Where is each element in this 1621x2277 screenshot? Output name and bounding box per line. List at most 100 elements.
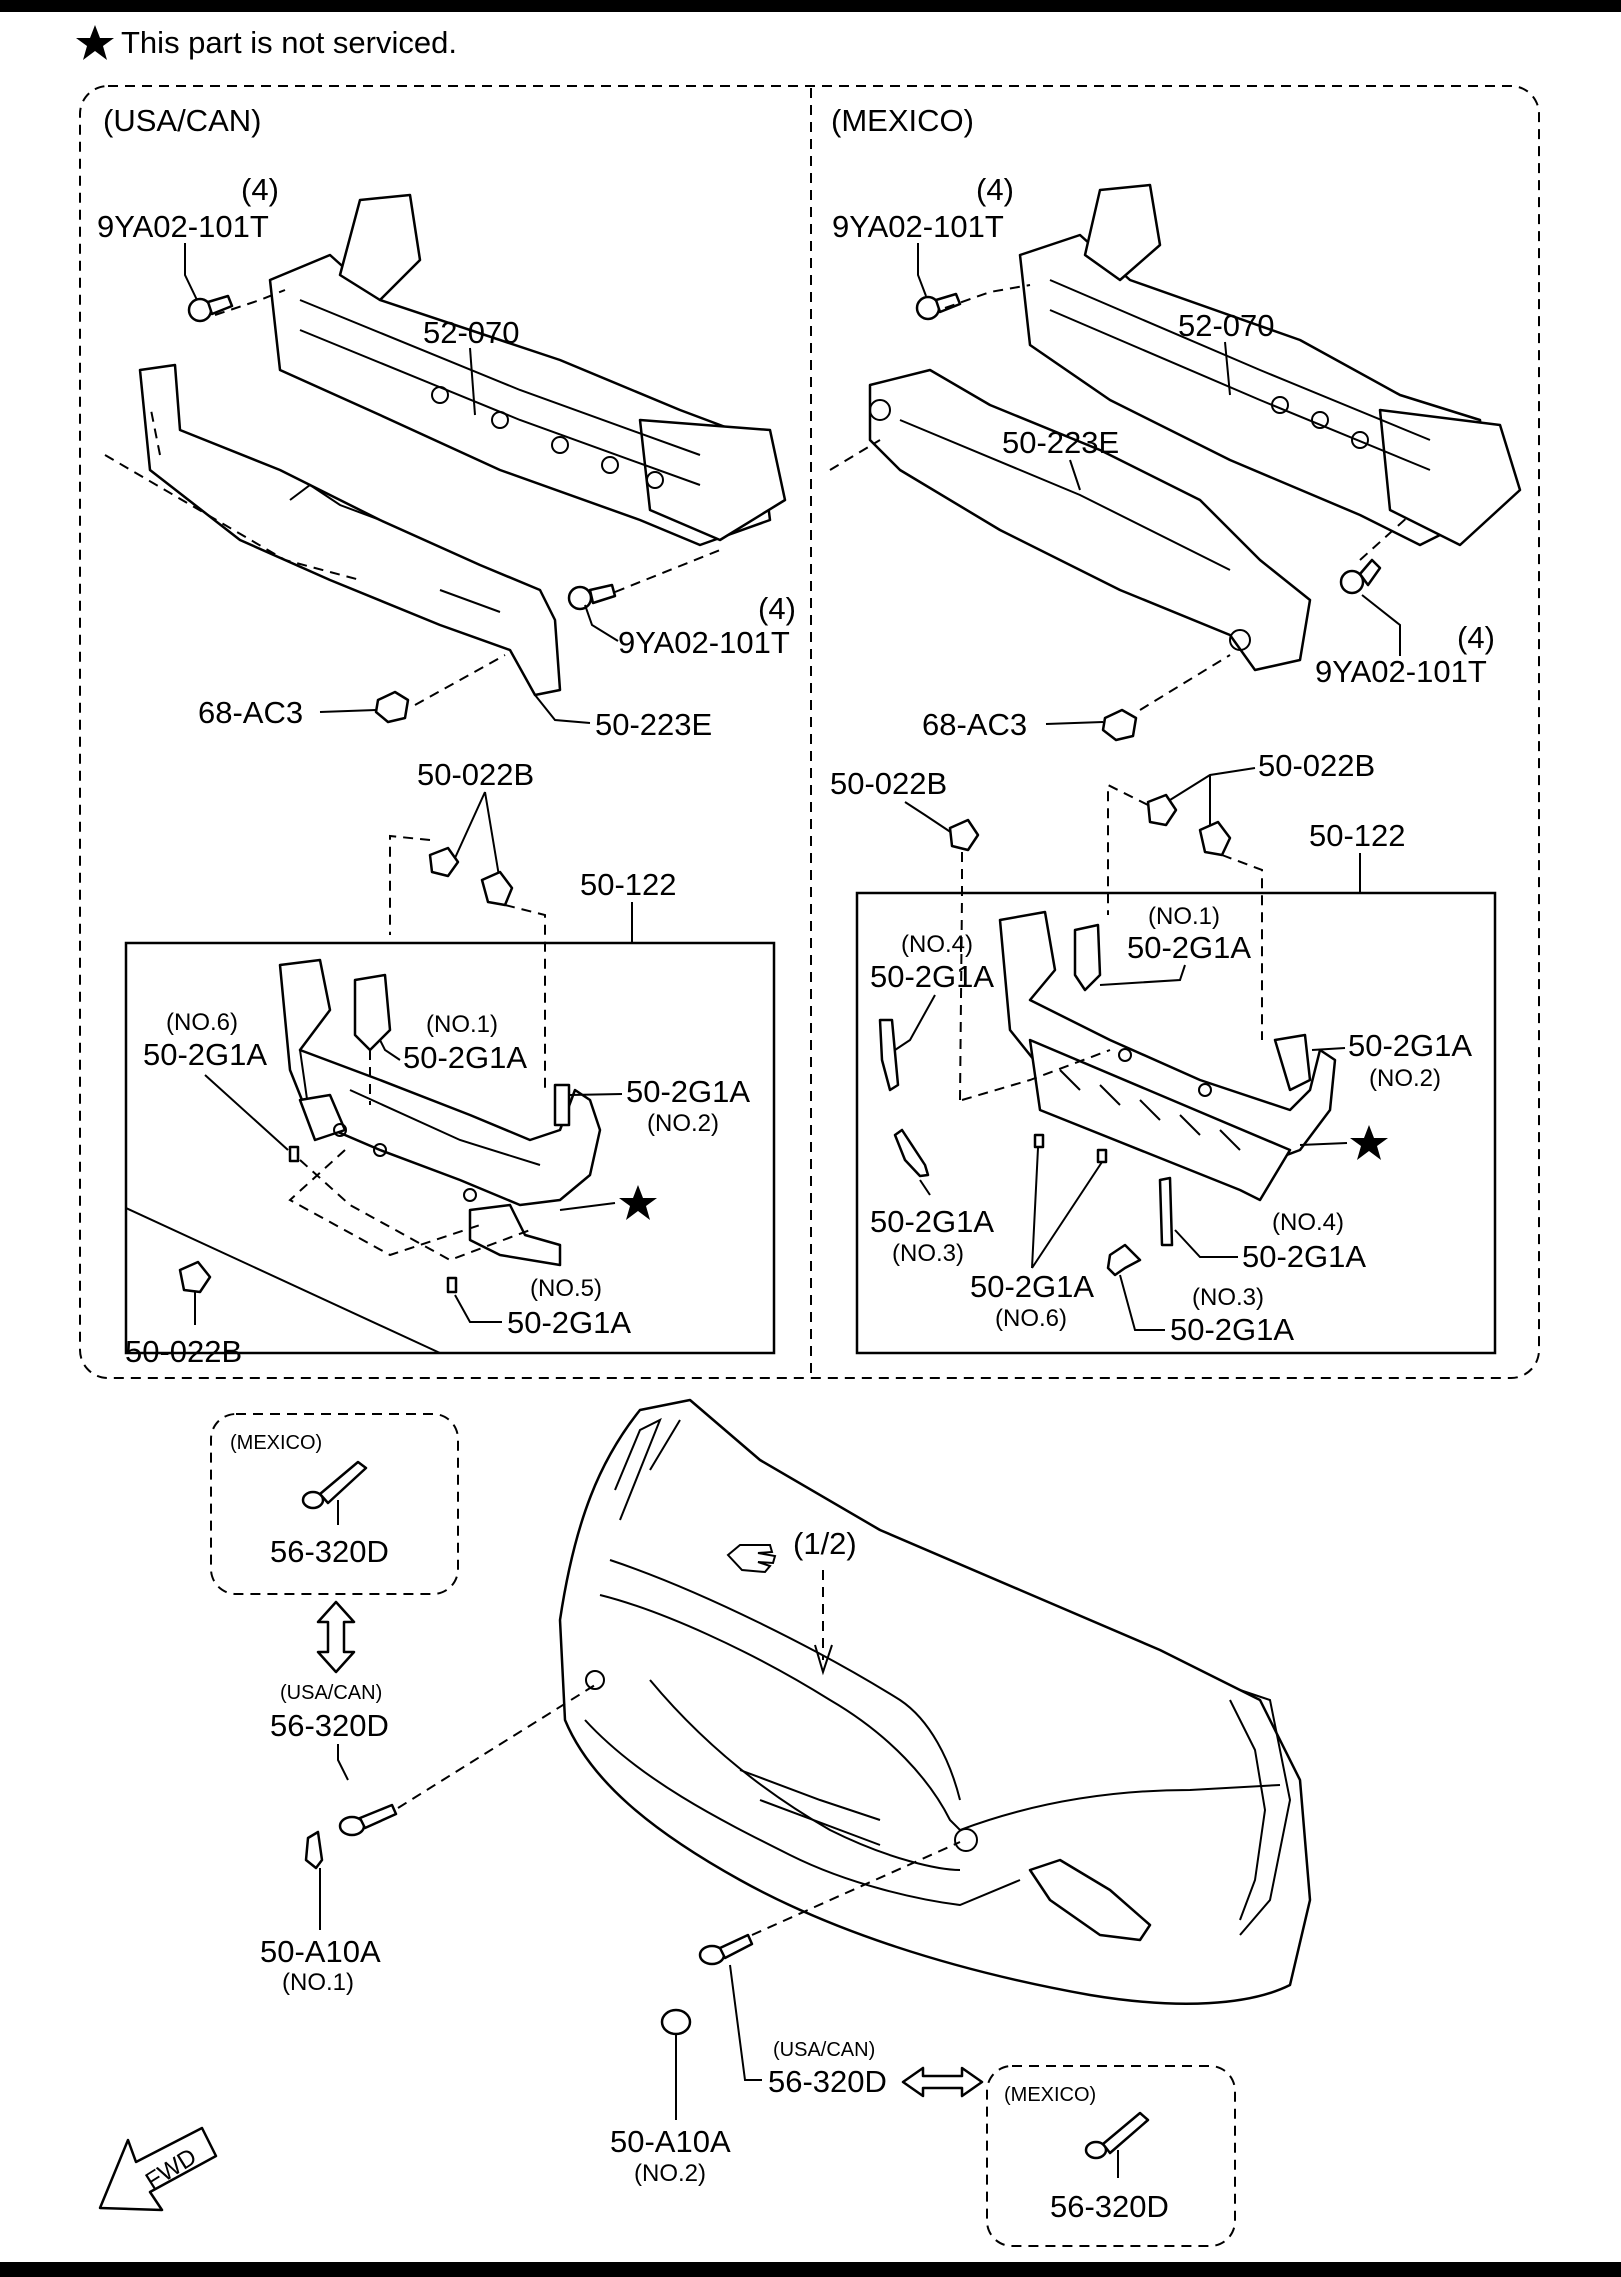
bottom-border-bar xyxy=(0,2262,1621,2277)
hook-right-dash xyxy=(751,1841,961,1936)
tow-hook-usa-left xyxy=(338,1803,398,1837)
hook-left-dash xyxy=(397,1684,596,1809)
top-border-bar xyxy=(0,0,1621,12)
hook-mexico-left-box xyxy=(210,1413,459,1595)
double-arrow-vertical xyxy=(316,1600,356,1674)
ref-arrowhead xyxy=(814,1644,833,1676)
bolt-9ya02-101t-top xyxy=(187,294,234,323)
label-usa-can-left: (USA/CAN) xyxy=(280,1682,382,1704)
panel-title-usa-can: (USA/CAN) xyxy=(103,103,261,138)
label-50-022b-top: 50-022B xyxy=(417,757,534,792)
mx-dash-f xyxy=(1107,783,1149,915)
fastener-50-022b-bottom xyxy=(178,1260,212,1294)
label-50-2g1a-no2: 50-2G1A xyxy=(626,1074,750,1109)
mx-label-bolt-top-qty: (4) xyxy=(976,172,1014,207)
usa-dash-h xyxy=(288,1149,531,1262)
label-ref-1-2: (1/2) xyxy=(793,1526,857,1561)
mx-label-50-2g1a-no6: 50-2G1A xyxy=(970,1269,1094,1304)
mx-fastener-left xyxy=(948,818,980,852)
label-50-a10a-no1: 50-A10A xyxy=(260,1934,381,1969)
label-no2: (NO.2) xyxy=(647,1110,719,1137)
front-bumper-cover-drawing xyxy=(558,1398,1312,2005)
label-52-070: 52-070 xyxy=(423,315,520,350)
spacer-no2 xyxy=(553,1083,571,1127)
mx-label-no2: (NO.2) xyxy=(1369,1065,1441,1092)
mx-label-no3-b: (NO.3) xyxy=(1192,1284,1264,1311)
mx-dash-c xyxy=(1139,654,1231,711)
mx-label-bolt-right-qty: (4) xyxy=(1457,620,1495,655)
mx-bracket-detail-box xyxy=(855,891,1497,1355)
mx-energy-absorber-drawing xyxy=(868,368,1312,672)
mx-clip-68-ac3 xyxy=(1101,708,1138,742)
cap-50-a10a-no2 xyxy=(660,2008,692,2036)
variant-frame xyxy=(79,85,1540,1379)
bolt-9ya02-101t-right xyxy=(567,583,617,611)
mx-spacer-no4-left xyxy=(878,1018,900,1092)
spacer-no6 xyxy=(288,1145,300,1163)
mx-dash-e xyxy=(959,852,963,1101)
mx-label-no3-a: (NO.3) xyxy=(892,1240,964,1267)
mx-label-52-070: 52-070 xyxy=(1178,308,1275,343)
label-50-2g1a-no5: 50-2G1A xyxy=(507,1305,631,1340)
star-icon xyxy=(76,25,114,60)
cap-50-a10a-no1 xyxy=(304,1830,324,1870)
label-9ya02-101t-top: 9YA02-101T xyxy=(97,209,269,244)
label-no5: (NO.5) xyxy=(530,1275,602,1302)
mx-label-50-2g1a-no4-a: 50-2G1A xyxy=(870,959,994,994)
label-no6: (NO.6) xyxy=(166,1009,238,1036)
mx-bolt-right xyxy=(1339,558,1382,595)
mx-dash-b xyxy=(829,439,881,471)
star-icon-mexico xyxy=(1350,1125,1388,1160)
bracket-detail-box xyxy=(124,941,776,1355)
mx-spacer-no6-a xyxy=(1033,1133,1045,1149)
mx-label-no1: (NO.1) xyxy=(1148,903,1220,930)
mx-dash-d xyxy=(1359,514,1411,561)
label-usa-can-right: (USA/CAN) xyxy=(773,2039,875,2061)
bumper-bracket-drawing xyxy=(278,958,602,1267)
mx-dash-h xyxy=(961,1049,1111,1101)
fastener-50-022b-pair xyxy=(428,846,514,907)
usa-can-panel: (4) 9YA02-101T 52-070 (4) 9YA02-101T 68-… xyxy=(97,172,796,1369)
mx-spacer-no4-right xyxy=(1158,1176,1174,1247)
mx-bumper-bracket-drawing xyxy=(998,910,1337,1202)
label-56-320d-usa-right: 56-320D xyxy=(768,2064,887,2099)
mx-label-50-022b-right: 50-022B xyxy=(1258,748,1375,783)
label-50-a10a-no2: 50-A10A xyxy=(610,2124,731,2159)
mx-label-50-2g1a-no2: 50-2G1A xyxy=(1348,1028,1472,1063)
bracket-box-link xyxy=(125,1207,441,1354)
label-56-320d-mexico-left: 56-320D xyxy=(270,1534,389,1569)
mx-dash-g xyxy=(1221,854,1263,1040)
mx-bolt-top xyxy=(915,292,962,321)
mx-dash-a xyxy=(944,284,1031,309)
tow-hook-mexico-left xyxy=(301,1460,368,1510)
mx-label-50-223e: 50-223E xyxy=(1002,425,1119,460)
label-50-2g1a-no1: 50-2G1A xyxy=(403,1040,527,1075)
star-icon-usa xyxy=(619,1185,657,1220)
mx-label-50-2g1a-no3-b: 50-2G1A xyxy=(1170,1312,1294,1347)
not-serviced-note: This part is not serviced. xyxy=(76,25,457,60)
mx-label-50-2g1a-no4-b: 50-2G1A xyxy=(1242,1239,1366,1274)
label-50-223e: 50-223E xyxy=(595,707,712,742)
note-text: This part is not serviced. xyxy=(121,25,457,60)
mx-label-9ya02-101t-top: 9YA02-101T xyxy=(832,209,1004,244)
label-56-320d-usa-left: 56-320D xyxy=(270,1708,389,1743)
mx-label-no4-a: (NO.4) xyxy=(901,931,973,958)
label-50-022b-bottom: 50-022B xyxy=(125,1334,242,1369)
label-50-122: 50-122 xyxy=(580,867,677,902)
label-bolt-right-qty: (4) xyxy=(758,591,796,626)
pointing-hand-icon xyxy=(726,1544,777,1574)
mx-label-68-ac3: 68-AC3 xyxy=(922,707,1027,742)
forward-direction-arrow: FWD xyxy=(98,2126,218,2212)
label-56-320d-mexico-right: 56-320D xyxy=(1050,2189,1169,2224)
mx-label-no4-b: (NO.4) xyxy=(1272,1209,1344,1236)
label-68-ac3: 68-AC3 xyxy=(198,695,303,730)
bumper-reinforcement-drawing xyxy=(268,193,787,547)
mx-spacer-no3-right xyxy=(1106,1243,1142,1277)
label-50-2g1a-no6: 50-2G1A xyxy=(143,1037,267,1072)
mx-bumper-reinforcement-drawing xyxy=(1018,183,1522,547)
usa-dash-f xyxy=(389,834,431,935)
spacer-no5 xyxy=(446,1276,458,1294)
usa-dash-g xyxy=(504,904,546,1090)
mx-label-9ya02-101t-right: 9YA02-101T xyxy=(1315,654,1487,689)
